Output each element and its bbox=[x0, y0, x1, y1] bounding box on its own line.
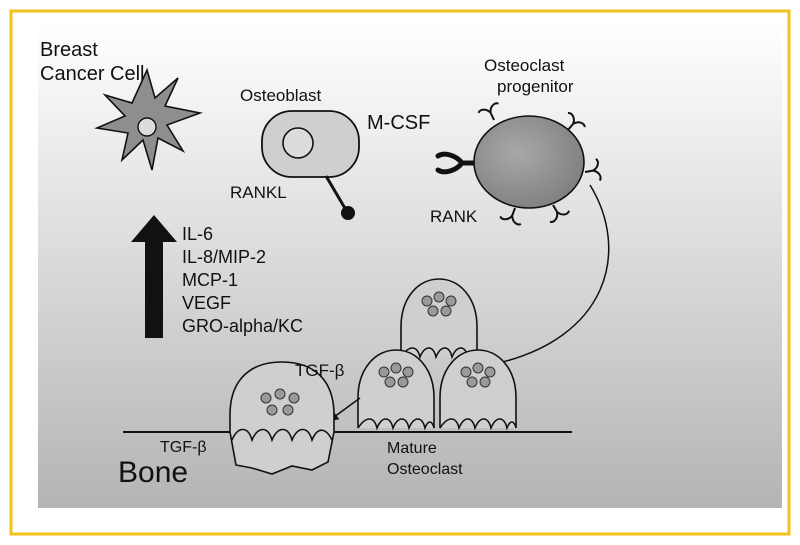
osteoclast-progenitor-icon bbox=[435, 101, 603, 227]
mature-osteoclast-label-line1: Mature bbox=[387, 440, 437, 457]
mature-osteoclast-icon bbox=[229, 361, 335, 475]
breast-cancer-cell-label-line2: Cancer Cell bbox=[40, 63, 144, 85]
star-cell-icon bbox=[94, 67, 203, 171]
mature-osteoclast-label-line2: Osteoclast bbox=[387, 461, 463, 478]
rankl-ligand-icon bbox=[324, 175, 355, 220]
mcsf-label: M-CSF bbox=[367, 112, 430, 134]
factor-mcp1: MCP-1 bbox=[182, 270, 238, 290]
breast-cancer-cell-label-line1: Breast bbox=[40, 39, 98, 61]
osteoclast-progenitor-label-line2: progenitor bbox=[497, 77, 574, 96]
factor-il6: IL-6 bbox=[182, 224, 213, 244]
up-arrow-icon bbox=[131, 215, 177, 338]
osteoblast-label: Osteoblast bbox=[240, 86, 322, 105]
factor-gro-alpha-kc: GRO-alpha/KC bbox=[182, 316, 303, 336]
rankl-label: RANKL bbox=[230, 183, 287, 202]
osteoclast-progenitor-label-line1: Osteoclast bbox=[484, 56, 565, 75]
osteoblast-icon bbox=[261, 110, 360, 178]
tgf-beta-lower-label: TGF-β bbox=[160, 439, 207, 456]
maturation-arrow bbox=[328, 397, 361, 422]
factor-vegf: VEGF bbox=[182, 293, 231, 313]
bone-label: Bone bbox=[118, 456, 188, 489]
factor-il8-mip2: IL-8/MIP-2 bbox=[182, 247, 266, 267]
tgf-beta-upper-label: TGF-β bbox=[295, 361, 345, 380]
rank-label: RANK bbox=[430, 207, 478, 226]
differentiation-curve bbox=[489, 184, 610, 366]
